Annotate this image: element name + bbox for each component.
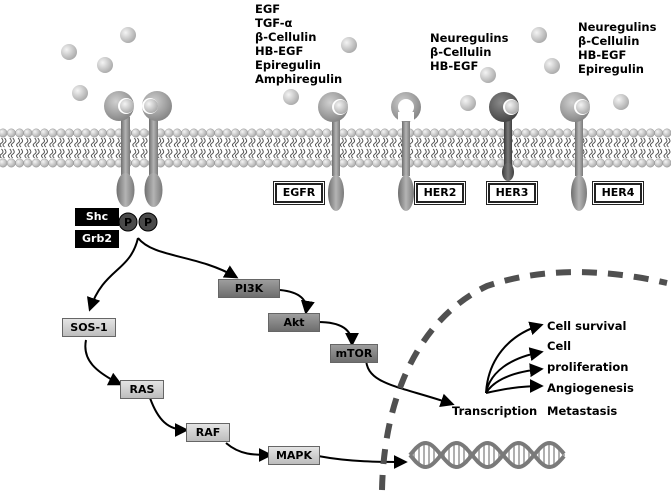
outcome-metastasis: Metastasis [547,404,618,418]
ligand-name: Epiregulin [255,58,321,72]
ligand-list-her4: Neuregulins β-Cellulin HB-EGF Epiregulin [578,20,656,76]
ligand-name: HB-EGF [578,48,627,62]
arrow-to-akt [279,289,315,315]
cell-membrane [0,128,671,168]
ligand-name: Neuregulins [578,20,657,34]
ligand-name: β-Cellulin [255,30,317,44]
arrow-to-mapk [225,442,273,462]
ligand-name: Epiregulin [578,62,644,76]
ligand-name: β-Cellulin [430,45,492,59]
arrow-to-sos1 [87,237,139,312]
receptor-label-her4: HER4 [594,183,642,203]
transcription-label: Transcription [452,404,538,418]
nuclear-envelope [379,269,668,491]
outcome-proliferation: proliferation [547,360,629,374]
arrow-to-angiogenesis-b [485,379,544,394]
ligand-ball [480,67,496,83]
ligand-name: HB-EGF [430,59,479,73]
phosphate-label: P [124,216,132,229]
egfr-receptor [318,92,348,211]
phosphate-circle [138,212,158,232]
arrow-to-ras [84,339,123,386]
ligand-name: β-Cellulin [578,34,640,48]
outcome-cell: Cell [547,339,572,353]
ligand-ball [72,85,88,101]
ligand-ball [61,44,77,60]
node-mapk: MAPK [268,446,320,465]
her2-receptor [391,92,421,211]
phosphate-label: P [144,216,152,229]
arrow-to-pi3k [137,237,239,279]
ligand-name: EGF [255,2,281,16]
ligand-ball [97,57,113,73]
arrow-to-transcription [365,357,455,407]
ligand-name: TGF-α [255,16,293,30]
arrow-to-angiogenesis-a [485,363,544,394]
node-akt: Akt [268,313,320,332]
node-sos1: SOS-1 [62,318,116,337]
ligand-name: Neuregulins [430,31,509,45]
phosphate-group: P P [118,212,158,232]
ligand-ball [341,37,357,53]
grb2-adapter: Grb2 [75,230,119,248]
ligand-list-her3: Neuregulins β-Cellulin HB-EGF [430,31,508,73]
ligand-ball [460,95,476,111]
arrow-to-raf [149,397,189,437]
her3-receptor [489,92,519,181]
phosphate-circle [118,212,138,232]
outcome-cell-survival: Cell survival [547,319,627,333]
node-pi3k: PI3K [218,279,280,298]
node-mtor: mTOR [330,344,378,363]
ligand-name: HB-EGF [255,44,304,58]
her4-receptor [560,92,590,211]
ligand-ball [531,27,547,43]
receptor-dimer [104,91,172,207]
receptor-label-egfr: EGFR [275,183,323,203]
ligand-ball [283,89,299,105]
ligand-ball [120,27,136,43]
receptor-label-her2: HER2 [416,183,464,203]
arrow-to-cell-proliferation [485,347,544,394]
outcome-angiogenesis: Angiogenesis [547,381,634,395]
ligand-balls [61,27,629,111]
node-ras: RAS [120,380,164,399]
ligand-list-egfr: EGF TGF-α β-Cellulin HB-EGF Epiregulin A… [255,2,342,86]
arrow-mapk-to-dna [317,454,408,469]
ligand-name: Amphiregulin [255,72,343,86]
shc-adapter: Shc [75,208,119,226]
arrow-to-cell-survival [485,321,544,394]
node-raf: RAF [186,423,230,442]
pathway-arrows [84,237,544,469]
ligand-ball [613,94,629,110]
arrow-to-mtor [317,321,359,347]
dna-helix-icon [408,440,566,470]
ligand-ball [544,58,560,74]
receptor-label-her3: HER3 [488,183,536,203]
